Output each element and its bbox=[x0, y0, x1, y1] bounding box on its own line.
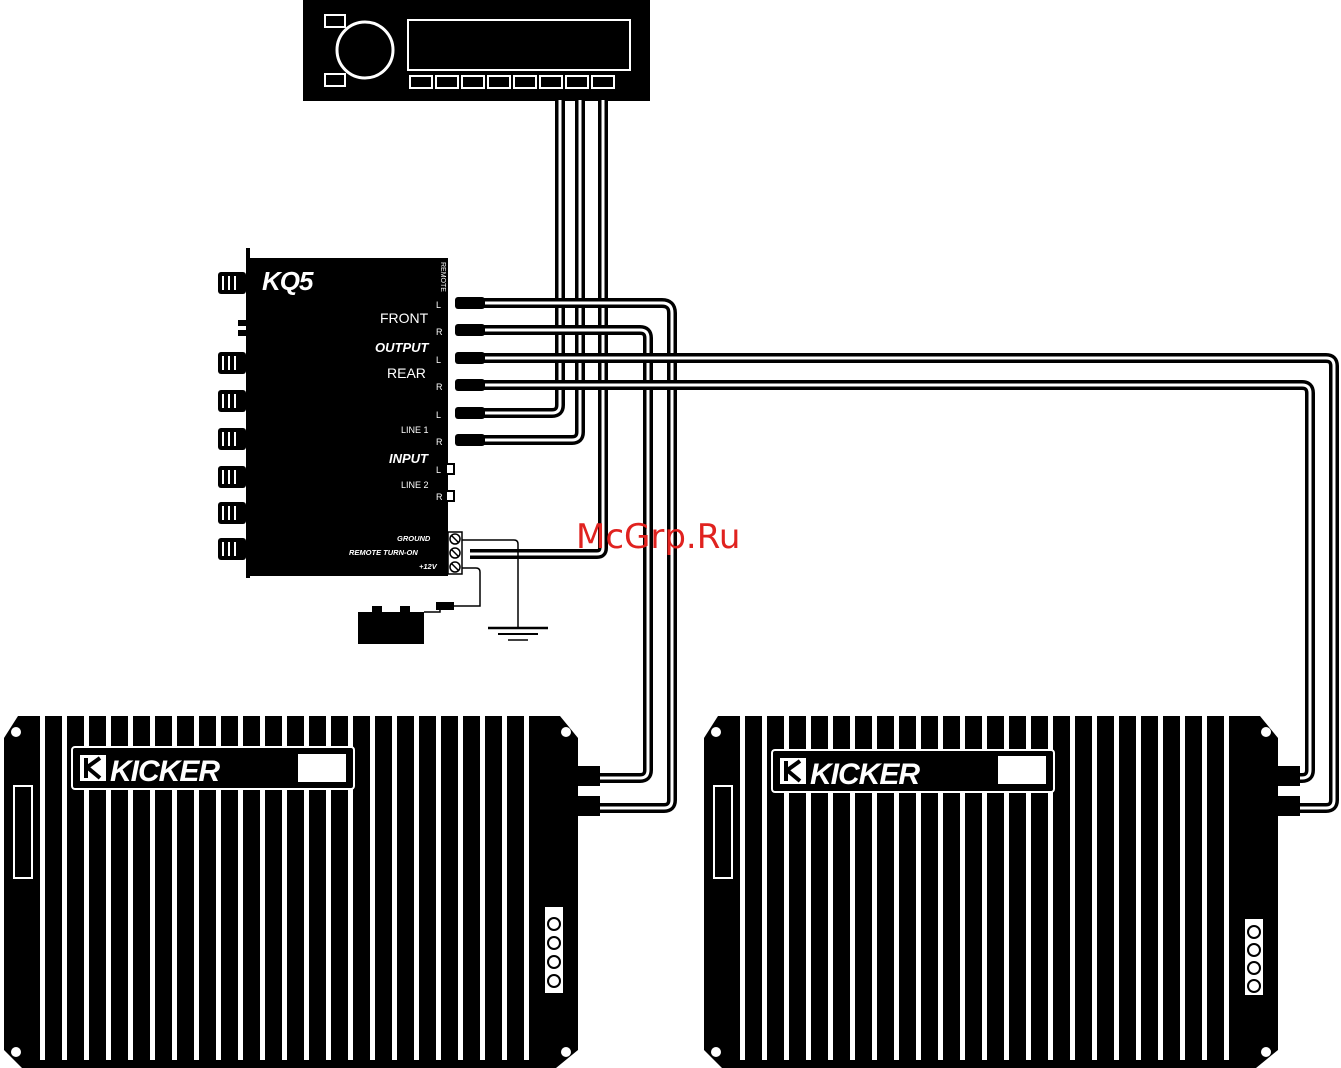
line2-right-jack bbox=[446, 491, 454, 501]
kicker-brand-text: KICKER bbox=[110, 755, 220, 788]
input-label: INPUT bbox=[389, 451, 429, 466]
line1-right-marker: R bbox=[436, 437, 443, 447]
kicker-logo-icon bbox=[780, 758, 806, 784]
amp-rca-input-left bbox=[1260, 796, 1300, 816]
amp-rca-input-right bbox=[560, 766, 600, 786]
kicker-brand-text: KICKER bbox=[810, 758, 920, 791]
signal-wires bbox=[455, 100, 1334, 808]
front-right-marker: R bbox=[436, 327, 443, 337]
line2-left-jack bbox=[446, 464, 454, 474]
amp-rca-input-right bbox=[1260, 766, 1300, 786]
line2-right-marker: R bbox=[436, 492, 443, 502]
rear-label: REAR bbox=[387, 365, 426, 381]
kicker-logo-icon bbox=[80, 755, 106, 781]
amp-side-panel bbox=[714, 786, 732, 878]
line2-label: LINE 2 bbox=[401, 480, 429, 490]
line1-left-marker: L bbox=[436, 410, 441, 420]
amp-rca-input-left bbox=[560, 796, 600, 816]
amp-led-window bbox=[998, 756, 1046, 784]
head-unit bbox=[303, 0, 650, 101]
kq5-logo: KQ5 bbox=[262, 266, 314, 296]
amp-speaker-terminals bbox=[1244, 918, 1264, 996]
line1-label: LINE 1 bbox=[401, 425, 429, 435]
fuse-icon bbox=[436, 602, 454, 610]
rear-left-marker: L bbox=[436, 355, 441, 365]
amp-side-panel bbox=[14, 786, 32, 878]
line2-left-marker: L bbox=[436, 465, 441, 475]
front-left-marker: L bbox=[436, 300, 441, 310]
ground-terminal-label: GROUND bbox=[397, 534, 431, 543]
kq5-processor: KQ5 REMOTE L R L R L R L R FRONT OUTPUT … bbox=[218, 248, 462, 578]
right-amplifier: KICKER bbox=[704, 712, 1300, 1068]
amp-speaker-terminals bbox=[544, 906, 564, 994]
remote-turn-on-terminal-label: REMOTE TURN-ON bbox=[349, 548, 418, 557]
output-label: OUTPUT bbox=[375, 340, 430, 355]
battery-icon bbox=[358, 612, 424, 644]
left-amplifier: KICKER bbox=[4, 712, 600, 1068]
front-label: FRONT bbox=[380, 310, 429, 326]
plus12v-terminal-label: +12V bbox=[419, 562, 438, 571]
terminal-screws bbox=[448, 532, 462, 574]
amp-led-window bbox=[298, 754, 346, 782]
watermark: McGrp.Ru bbox=[576, 517, 740, 557]
rear-right-marker: R bbox=[436, 382, 443, 392]
remote-port-label: REMOTE bbox=[439, 262, 446, 292]
